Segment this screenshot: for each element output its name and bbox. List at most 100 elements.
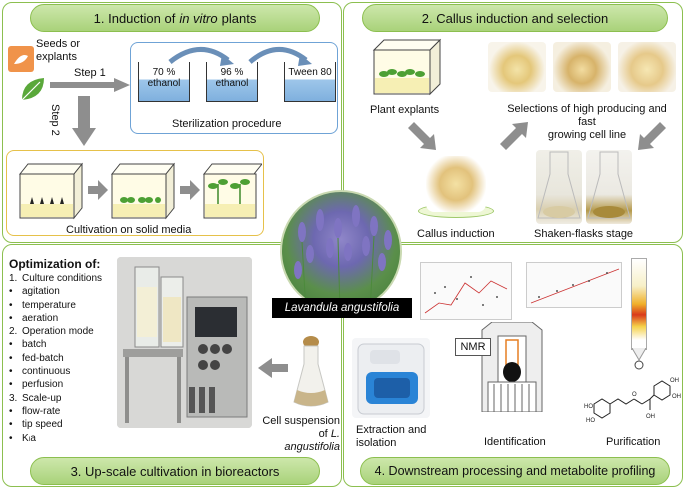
optimization-item-text: temperature xyxy=(22,299,76,311)
optimization-item: • batch xyxy=(9,338,102,351)
extraction-label: Extraction and isolation xyxy=(356,424,427,450)
purification-label: Purification xyxy=(606,436,661,448)
cell-suspension-label: Cell suspension of L. angustifolia xyxy=(262,415,340,454)
optimization-item-text: Culture conditions xyxy=(22,273,103,284)
optimization-heading: Optimization of: xyxy=(9,257,101,271)
optimization-item-marker: • xyxy=(9,339,13,351)
nmr-label-box: NMR xyxy=(455,338,491,356)
optimization-item: • flow-rate xyxy=(9,405,102,418)
selection-label: Selections of high producing and fast gr… xyxy=(507,103,667,142)
species-label: Lavandula angustifolia xyxy=(284,302,400,314)
optimization-item-text: tip speed xyxy=(22,419,63,431)
seed-packet-icon xyxy=(8,46,34,72)
optimization-item-marker: 2. xyxy=(9,326,18,338)
optimization-item-text: batch xyxy=(22,339,47,351)
step2-label: Step 2 xyxy=(49,104,61,136)
purification-column xyxy=(631,258,647,350)
optimization-item: • agitation xyxy=(9,285,102,298)
plant-explants-label: Plant explants xyxy=(370,104,440,116)
beaker-tween-80: Tween 80 xyxy=(284,62,336,102)
optimization-item-marker: • xyxy=(9,299,13,311)
flask-photo-1 xyxy=(536,150,582,224)
nmr-instrument xyxy=(481,322,543,412)
sterilization-label: Sterilization procedure xyxy=(172,118,282,130)
section-1-title-pre: 1. Induction of xyxy=(93,10,176,26)
callus-photo-3 xyxy=(618,42,676,92)
species-label-box: Lavandula angustifolia xyxy=(272,298,412,318)
optimization-item-marker: 3. xyxy=(9,392,18,404)
optimization-item: 2. Operation mode xyxy=(9,325,102,338)
callus-photo-2 xyxy=(553,42,611,92)
optimization-item-marker: • xyxy=(9,312,13,324)
extraction-device-photo xyxy=(352,338,430,418)
column-outlet xyxy=(631,348,647,370)
optimization-item-marker: • xyxy=(9,419,13,431)
shaken-flasks-label: Shaken-flasks stage xyxy=(534,228,634,240)
optimization-item-text: Operation mode xyxy=(22,326,94,338)
section-1-title-italic: in vitro xyxy=(179,10,218,26)
section-1-title-post: plants xyxy=(221,10,257,26)
callus-dish xyxy=(418,148,494,224)
optimization-list: 1. Culture conditions • agitation • temperatu… xyxy=(9,272,102,445)
optimization-item-text: Scale-up xyxy=(22,392,62,404)
svg-text:HO: HO xyxy=(584,404,593,410)
optimization-item: • continuous xyxy=(9,365,102,378)
beaker-96-ethanol: 96 %ethanol xyxy=(206,62,258,102)
optimization-item-marker: • xyxy=(9,366,13,378)
flask-photo-2 xyxy=(586,150,632,224)
chemical-structure: HO HO O OH OH OH xyxy=(584,378,681,424)
section-2-title: 2. Callus induction and selection xyxy=(362,4,668,32)
cultivation-label: Cultivation on solid media xyxy=(66,224,192,236)
optimization-item-marker: • xyxy=(9,432,13,444)
beaker-70-ethanol: 70 %ethanol xyxy=(138,62,190,102)
optimization-item: • perfusion xyxy=(9,378,102,391)
optimization-item-marker: • xyxy=(9,405,13,417)
optimization-item-marker: • xyxy=(9,286,13,298)
callus-induction-label: Callus induction xyxy=(417,228,495,240)
optimization-item: • temperature xyxy=(9,299,102,312)
identification-label: Identification xyxy=(484,436,546,448)
section-1-title: 1. Induction of in vitro plants xyxy=(30,4,320,32)
svg-text:OH: OH xyxy=(646,414,655,420)
optimization-item: 1. Culture conditions xyxy=(9,272,102,285)
optimization-item-text: Kₗa xyxy=(22,432,36,444)
svg-text:OH: OH xyxy=(670,378,679,384)
svg-text:O: O xyxy=(632,392,637,398)
arrow-callus-to-selection xyxy=(500,122,528,150)
optimization-item: • tip speed xyxy=(9,418,102,431)
arrow-cell-to-bioreactor xyxy=(258,358,288,378)
culture-vessels xyxy=(18,162,262,220)
step2-arrow xyxy=(72,96,96,146)
optimization-item-text: perfusion xyxy=(22,379,64,391)
arrow-explants-to-callus xyxy=(408,122,436,150)
optimization-item: • Kₗa xyxy=(9,432,102,445)
bioreactor-photo xyxy=(117,257,252,428)
step1-label: Step 1 xyxy=(74,67,106,79)
arrow-selection-to-flasks xyxy=(638,122,666,150)
optimization-item-text: fed-batch xyxy=(22,352,64,364)
cell-suspension-flask xyxy=(292,336,330,408)
seeds-label: Seeds or explants xyxy=(36,38,81,64)
lavender-photo xyxy=(280,190,402,312)
optimization-item: • fed-batch xyxy=(9,352,102,365)
optimization-item-marker: • xyxy=(9,352,13,364)
sterilization-curved-arrows xyxy=(168,47,312,66)
optimization-item-text: continuous xyxy=(22,366,71,378)
optimization-item-marker: • xyxy=(9,379,13,391)
section-3-title: 3. Up-scale cultivation in bioreactors xyxy=(30,457,320,485)
step1-arrow xyxy=(50,78,130,92)
optimization-item-text: agitation xyxy=(22,286,60,298)
spectrum-plot-2 xyxy=(526,262,622,308)
explant-vessel xyxy=(372,38,442,96)
optimization-item-text: flow-rate xyxy=(22,405,61,417)
svg-text:OH: OH xyxy=(672,394,681,400)
callus-photo-1 xyxy=(488,42,546,92)
optimization-item: 3. Scale-up xyxy=(9,392,102,405)
svg-text:HO: HO xyxy=(586,418,595,424)
optimization-item: • aeration xyxy=(9,312,102,325)
section-4-title: 4. Downstream processing and metabolite … xyxy=(360,457,670,485)
optimization-item-text: aeration xyxy=(22,312,59,324)
leaf-icon xyxy=(18,74,48,104)
optimization-item-marker: 1. xyxy=(9,273,18,284)
spectrum-plot-1 xyxy=(420,262,512,320)
